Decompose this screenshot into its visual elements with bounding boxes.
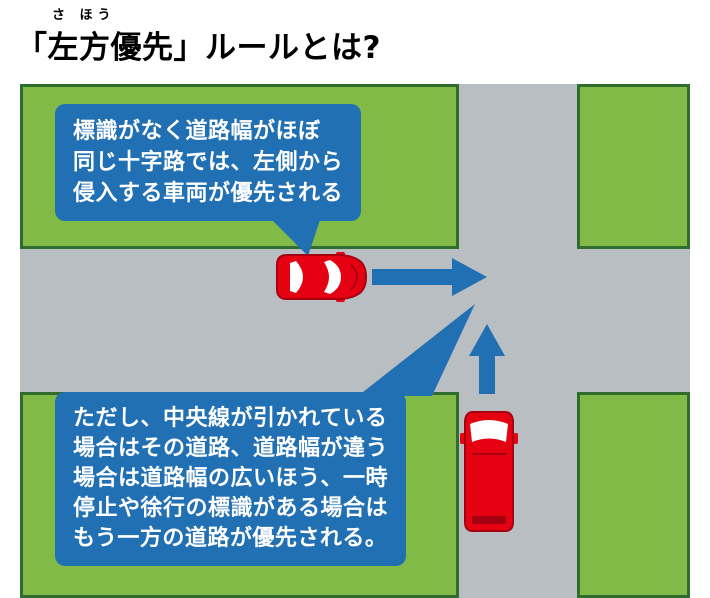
callout-line: 標識がなく道路幅がほぼ [73, 119, 321, 144]
callout-exceptions: ただし、中央線が引かれている 場合はその道路、道路幅が違う 場合は道路幅の広いほ… [55, 392, 407, 566]
annotation-overlay [272, 220, 505, 396]
arrow-right-icon [372, 258, 487, 296]
grass-top-right [577, 84, 690, 249]
callout-line: もう一方の道路が優先される。 [73, 526, 388, 551]
van-top-view-icon [460, 411, 518, 532]
arrow-up-icon [469, 324, 505, 394]
callout-line: 場合はその道路、道路幅が違う [73, 436, 389, 461]
bubble-bottom-tail [358, 304, 475, 396]
bubble-top-tail [272, 220, 320, 256]
callout-line: 停止や徐行の標識がある場合は [73, 496, 389, 521]
title-furigana: さ ほう [52, 8, 116, 23]
title-text: 「左方優先」ルールとは? [16, 30, 381, 66]
callout-line: 場合は道路幅の広いほう、一時 [73, 466, 389, 491]
page-title: さ ほう 「左方優先」ルールとは? [16, 4, 381, 67]
car-top-view-icon [276, 252, 368, 302]
callout-left-priority: 標識がなく道路幅がほぼ 同じ十字路では、左側から 侵入する車両が優先される [55, 104, 362, 221]
callout-line: ただし、中央線が引かれている [73, 406, 388, 431]
callout-line: 侵入する車両が優先される [73, 181, 344, 206]
callout-line: 同じ十字路では、左側から [73, 150, 344, 175]
grass-bottom-right [577, 392, 690, 598]
